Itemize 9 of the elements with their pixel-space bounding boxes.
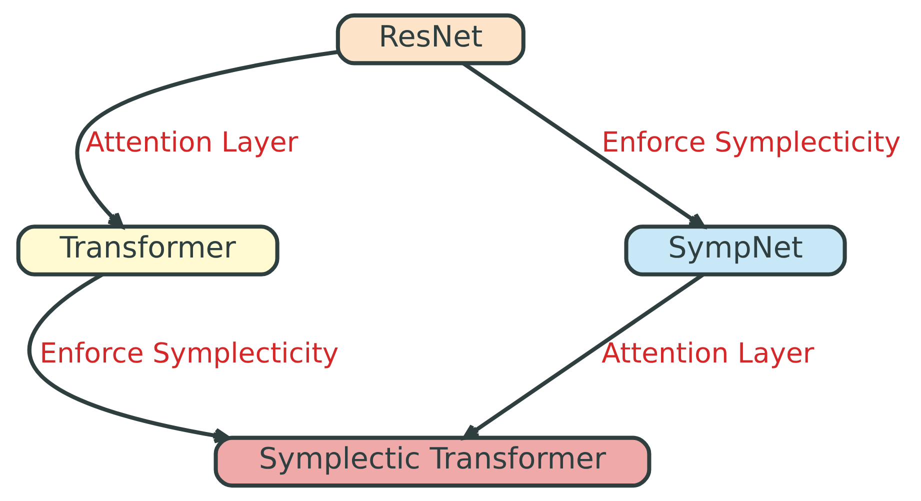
edge-label: Enforce Symplecticity (602, 126, 901, 158)
edge-label: Attention Layer (86, 126, 298, 158)
edge-label: Enforce Symplecticity (40, 338, 339, 370)
node-box: SympNet (624, 224, 847, 276)
edge-label: Attention Layer (602, 338, 814, 370)
node-box: ResNet (336, 13, 526, 66)
node-box: Symplectic Transformer (214, 436, 652, 488)
arrow (75, 50, 338, 229)
node-box: Transformer (16, 224, 280, 276)
